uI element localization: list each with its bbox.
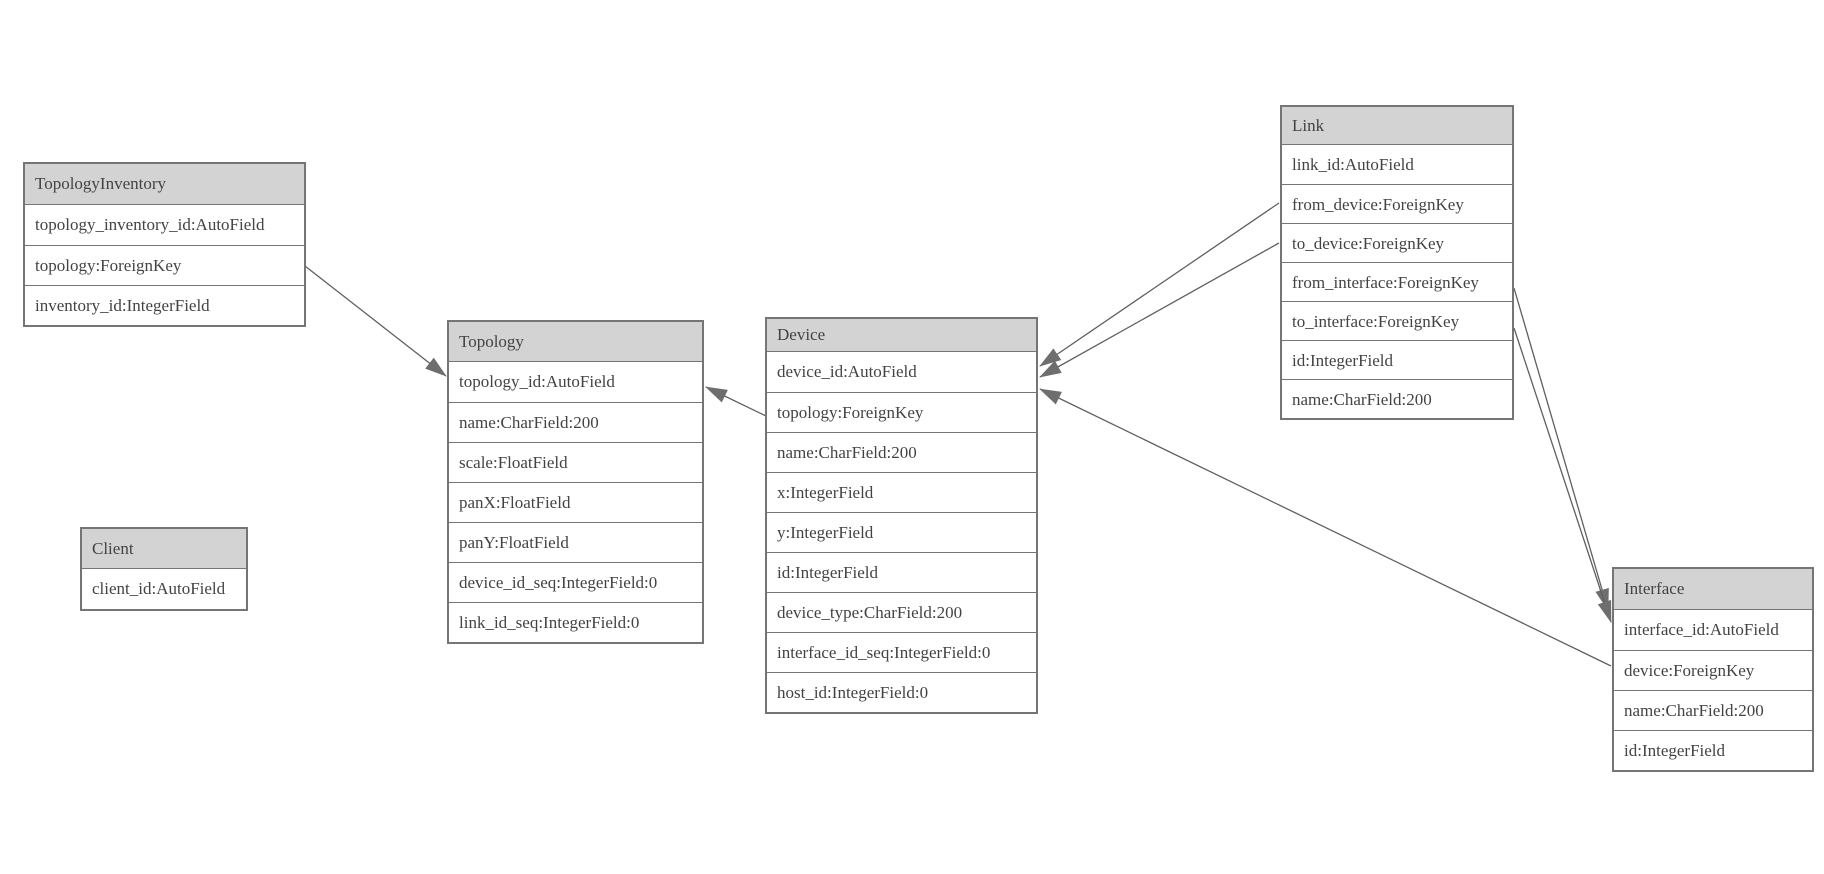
entity-interface-field-name: name:CharField:200 xyxy=(1614,690,1812,730)
entity-topology-field-device_id_seq: device_id_seq:IntegerField:0 xyxy=(449,562,702,602)
edge-interface-device-to-device xyxy=(1039,388,1612,667)
entity-interface-field-id: id:IntegerField xyxy=(1614,730,1812,770)
entity-topology-inventory-field-topology: topology:ForeignKey xyxy=(25,245,304,285)
entity-device-field-interface_id_seq: interface_id_seq:IntegerField:0 xyxy=(767,632,1036,672)
entity-topology-field-panX: panX:FloatField xyxy=(449,482,702,522)
edge-topologyinventory-topology-to-topology xyxy=(304,265,447,377)
entity-device-field-name: name:CharField:200 xyxy=(767,432,1036,472)
entity-topology-field-link_id_seq: link_id_seq:IntegerField:0 xyxy=(449,602,702,642)
entity-link-field-from_interface: from_interface:ForeignKey xyxy=(1282,262,1512,301)
edge-device-topology-to-topology xyxy=(705,386,767,417)
entity-interface-title: Interface xyxy=(1614,569,1812,610)
entity-link-field-from_device: from_device:ForeignKey xyxy=(1282,184,1512,223)
entity-topology-field-topology_id: topology_id:AutoField xyxy=(449,362,702,402)
edge-link-from_device-to-device xyxy=(1039,202,1280,367)
entity-client-title: Client xyxy=(82,529,246,569)
entity-link-field-name: name:CharField:200 xyxy=(1282,379,1512,418)
entity-interface-field-interface_id: interface_id:AutoField xyxy=(1614,610,1812,650)
entity-topology-inventory-field-topology_inventory_id: topology_inventory_id:AutoField xyxy=(25,205,304,245)
entity-topology-inventory-field-inventory_id: inventory_id:IntegerField xyxy=(25,285,304,325)
entity-device-field-y: y:IntegerField xyxy=(767,512,1036,552)
entity-link-field-to_device: to_device:ForeignKey xyxy=(1282,223,1512,262)
entity-device-field-host_id: host_id:IntegerField:0 xyxy=(767,672,1036,712)
edge-link-from_interface-to-interface xyxy=(1513,287,1609,611)
entity-link-field-to_interface: to_interface:ForeignKey xyxy=(1282,301,1512,340)
entity-topology-field-name: name:CharField:200 xyxy=(449,402,702,442)
edge-link-to_device-to-device xyxy=(1039,242,1280,378)
entity-topology-field-scale: scale:FloatField xyxy=(449,442,702,482)
entity-device-field-topology: topology:ForeignKey xyxy=(767,392,1036,432)
entity-device-field-device_id: device_id:AutoField xyxy=(767,352,1036,392)
entity-topology-field-panY: panY:FloatField xyxy=(449,522,702,562)
entity-device-field-device_type: device_type:CharField:200 xyxy=(767,592,1036,632)
entity-device-field-x: x:IntegerField xyxy=(767,472,1036,512)
entity-interface-field-device: device:ForeignKey xyxy=(1614,650,1812,690)
edge-link-to_interface-to-interface xyxy=(1513,327,1612,623)
entity-device-title: Device xyxy=(767,319,1036,352)
entity-link-field-link_id: link_id:AutoField xyxy=(1282,145,1512,184)
entity-link-field-id: id:IntegerField xyxy=(1282,340,1512,379)
entity-client-field-client_id: client_id:AutoField xyxy=(82,569,246,609)
entity-link-title: Link xyxy=(1282,107,1512,145)
entity-device-field-id: id:IntegerField xyxy=(767,552,1036,592)
entity-topology-inventory-title: TopologyInventory xyxy=(25,164,304,205)
entity-topology-title: Topology xyxy=(449,322,702,362)
